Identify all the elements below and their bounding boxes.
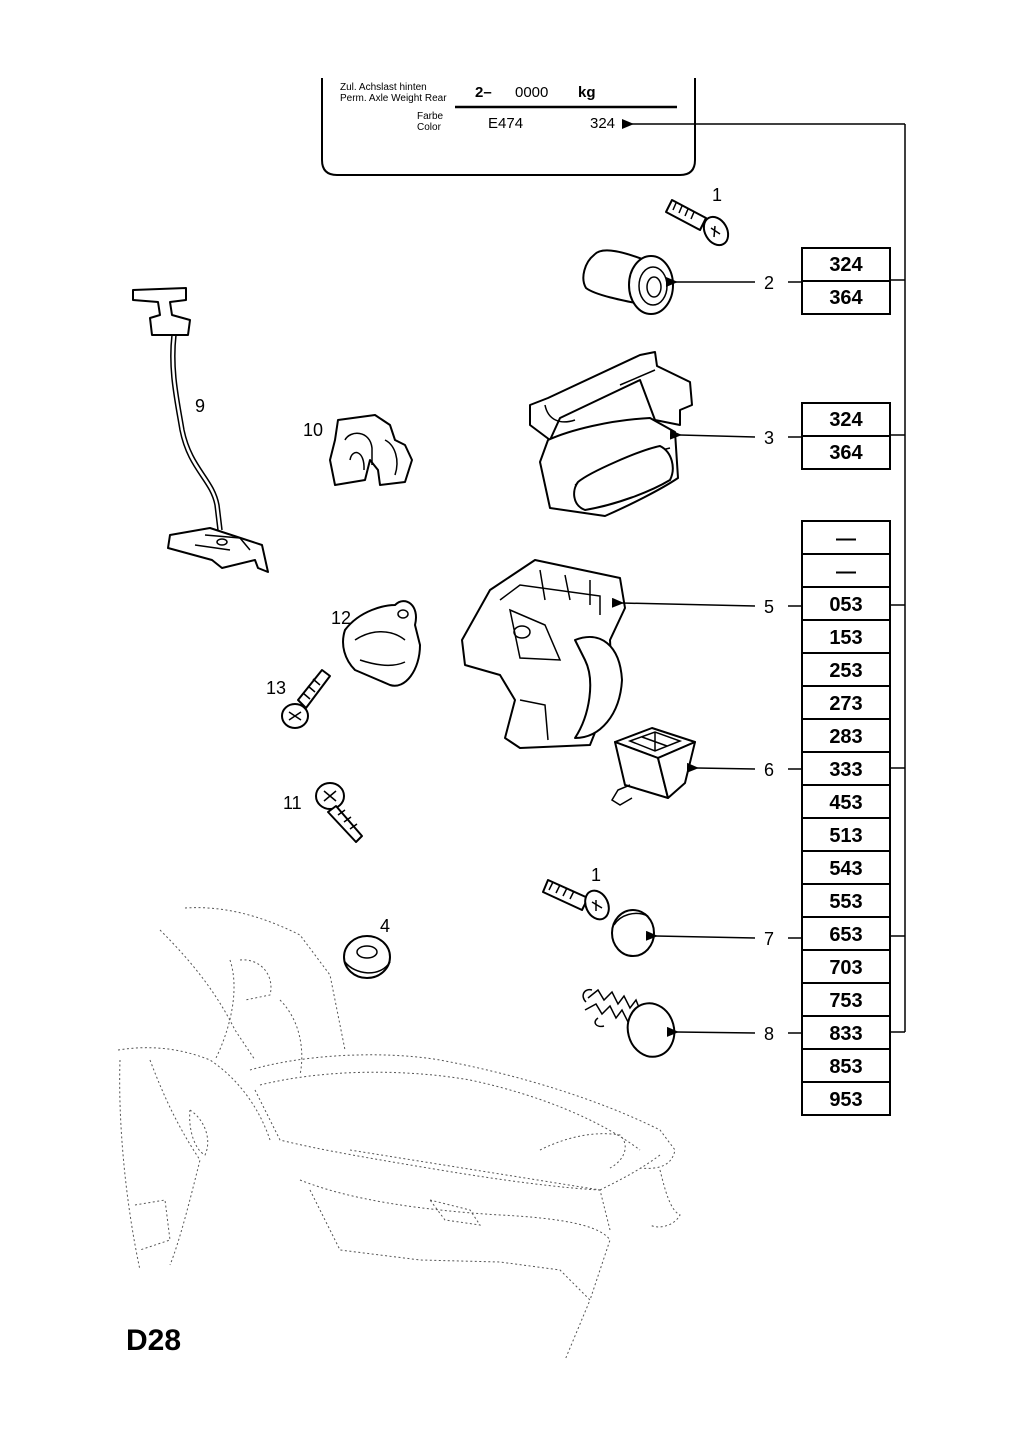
code-cell bbox=[801, 520, 891, 555]
callout-4: 4 bbox=[380, 916, 390, 936]
code-box-list: — — 053 153 253 273 283 333 453 513 543 553 653 703 75… bbox=[801, 520, 891, 1116]
part-3-handle-housing bbox=[529, 351, 693, 517]
part-8-spring-cap bbox=[582, 988, 676, 1058]
code-item: 753 bbox=[829, 990, 862, 1012]
page-label: D28 bbox=[126, 1324, 181, 1357]
axle-prefix: 2– bbox=[475, 84, 492, 101]
id-plate: Zul. Achslast hinten Perm. Axle Weight R… bbox=[321, 78, 696, 176]
code-item: 333 bbox=[829, 759, 862, 781]
code-item: 703 bbox=[829, 957, 862, 979]
part-11-screw bbox=[315, 782, 363, 843]
part-9-cable-bracket bbox=[132, 287, 269, 573]
callout-5: 5 bbox=[764, 597, 774, 617]
code-box-group-3: 324 364 bbox=[801, 402, 891, 470]
code-cell bbox=[801, 652, 891, 687]
code-item: 553 bbox=[829, 891, 862, 913]
callout-6: 6 bbox=[764, 760, 774, 780]
callout-12: 12 bbox=[331, 608, 351, 628]
color-code: E474 bbox=[488, 115, 523, 132]
code-cell bbox=[801, 553, 891, 588]
axle-label-en: Perm. Axle Weight Rear bbox=[340, 93, 447, 104]
code-item: 453 bbox=[829, 792, 862, 814]
part-10-clip bbox=[329, 414, 413, 486]
callout-7: 7 bbox=[764, 929, 774, 949]
callout-1-top: 1 bbox=[712, 185, 722, 205]
axle-label-de: Zul. Achslast hinten bbox=[340, 82, 427, 93]
code-3-a: 324 bbox=[829, 409, 863, 431]
code-item: 543 bbox=[829, 858, 862, 880]
part-6-grille-box bbox=[610, 727, 696, 806]
code-item: 153 bbox=[829, 627, 862, 649]
color-number: 324 bbox=[590, 115, 615, 132]
callout-3: 3 bbox=[764, 428, 774, 448]
code-cell bbox=[801, 586, 891, 621]
code-cell bbox=[801, 619, 891, 654]
code-item: 953 bbox=[829, 1089, 862, 1111]
code-cell bbox=[801, 1048, 891, 1083]
part-4-grommet bbox=[343, 935, 391, 979]
code-item: 833 bbox=[829, 1023, 862, 1045]
axle-value: 0000 bbox=[515, 84, 548, 101]
code-box-group-2: 324 364 bbox=[801, 247, 891, 315]
code-2-a: 324 bbox=[829, 254, 863, 276]
code-item: 283 bbox=[829, 726, 862, 748]
trunk-outline-drawing bbox=[117, 907, 681, 1361]
callout-8: 8 bbox=[764, 1024, 774, 1044]
callout-10: 10 bbox=[303, 420, 323, 440]
callout-1-lower: 1 bbox=[591, 865, 601, 885]
code-cell bbox=[801, 784, 891, 819]
part-13-screw bbox=[281, 669, 331, 729]
callout-13: 13 bbox=[266, 678, 286, 698]
code-3-b: 364 bbox=[829, 442, 863, 464]
code-cell bbox=[801, 1081, 891, 1116]
code-cell bbox=[801, 916, 891, 951]
code-cell bbox=[801, 1015, 891, 1050]
code-item: 253 bbox=[829, 660, 862, 682]
code-item: 853 bbox=[829, 1056, 862, 1078]
callout-numbers: 1 2 3 5 6 1 7 8 9 10 12 13 11 4 bbox=[195, 185, 774, 1044]
code-item: — bbox=[836, 528, 856, 550]
leader-lines bbox=[611, 119, 906, 1037]
code-item: — bbox=[836, 561, 856, 583]
part-2-bushing bbox=[582, 249, 674, 315]
color-label-de: Farbe bbox=[417, 111, 444, 122]
code-item: 653 bbox=[829, 924, 862, 946]
code-item: 513 bbox=[829, 825, 862, 847]
part-1-screw-lower bbox=[542, 879, 610, 921]
part-1-screw-top bbox=[665, 199, 730, 247]
code-item: 273 bbox=[829, 693, 862, 715]
callout-11: 11 bbox=[283, 793, 302, 813]
axle-unit: kg bbox=[578, 84, 596, 101]
code-item: 053 bbox=[829, 594, 862, 616]
callout-2: 2 bbox=[764, 273, 774, 293]
part-5-handle-frame bbox=[461, 559, 626, 749]
part-7-cap bbox=[611, 909, 655, 957]
part-12-bracket-clip bbox=[342, 600, 421, 687]
color-label-en: Color bbox=[417, 122, 442, 133]
code-2-b: 364 bbox=[829, 287, 863, 309]
callout-9: 9 bbox=[195, 396, 205, 416]
